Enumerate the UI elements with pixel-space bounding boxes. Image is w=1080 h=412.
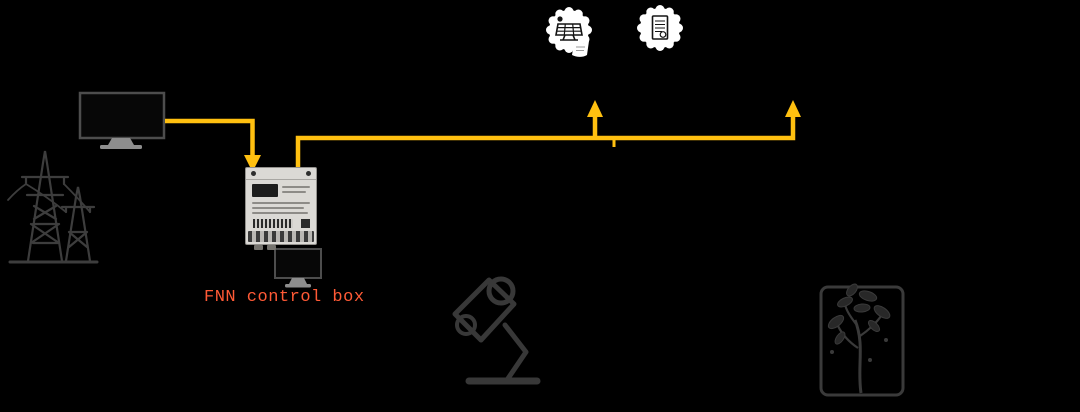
wiring [165,115,796,167]
device-qr-mark [301,219,310,228]
device-terminal-block [248,231,314,242]
monitor-base [100,145,142,149]
solar-panel-glyph [555,16,583,41]
device-text-line [252,202,310,204]
device-text-line [282,186,310,188]
device-top-divider [246,179,316,180]
down-arrow [244,155,261,172]
up-arrow-mid [587,100,603,117]
device-text-line [252,207,304,209]
transmission-towers-icon [7,150,99,264]
device-screw [251,171,256,176]
display-monitor-icon [274,248,322,288]
arrowheads [244,100,801,172]
device-text-line [252,212,308,214]
document-badge-icon [637,5,683,51]
monitor-screen [78,91,166,140]
potted-plant-box-icon [819,283,905,397]
device-mount-tabs [254,245,276,250]
up-arrow-right [785,100,801,117]
solar-panel-badge-icon [546,7,592,57]
document-glyph [651,15,669,40]
fnn-control-box-device [245,167,317,245]
device-text-line [282,191,306,193]
desk-lamp-icon [452,276,541,385]
page-curl [572,41,589,57]
device-screw [306,171,311,176]
monitor-icon [78,91,166,149]
device-display [252,184,278,197]
fnn-control-box-label: FNN control box [204,288,365,307]
device-barcode [253,219,293,228]
monitor-stand [108,138,134,145]
wire-monitor-to-controlbox [165,118,255,157]
wire-controlbox-to-bus [295,115,796,167]
